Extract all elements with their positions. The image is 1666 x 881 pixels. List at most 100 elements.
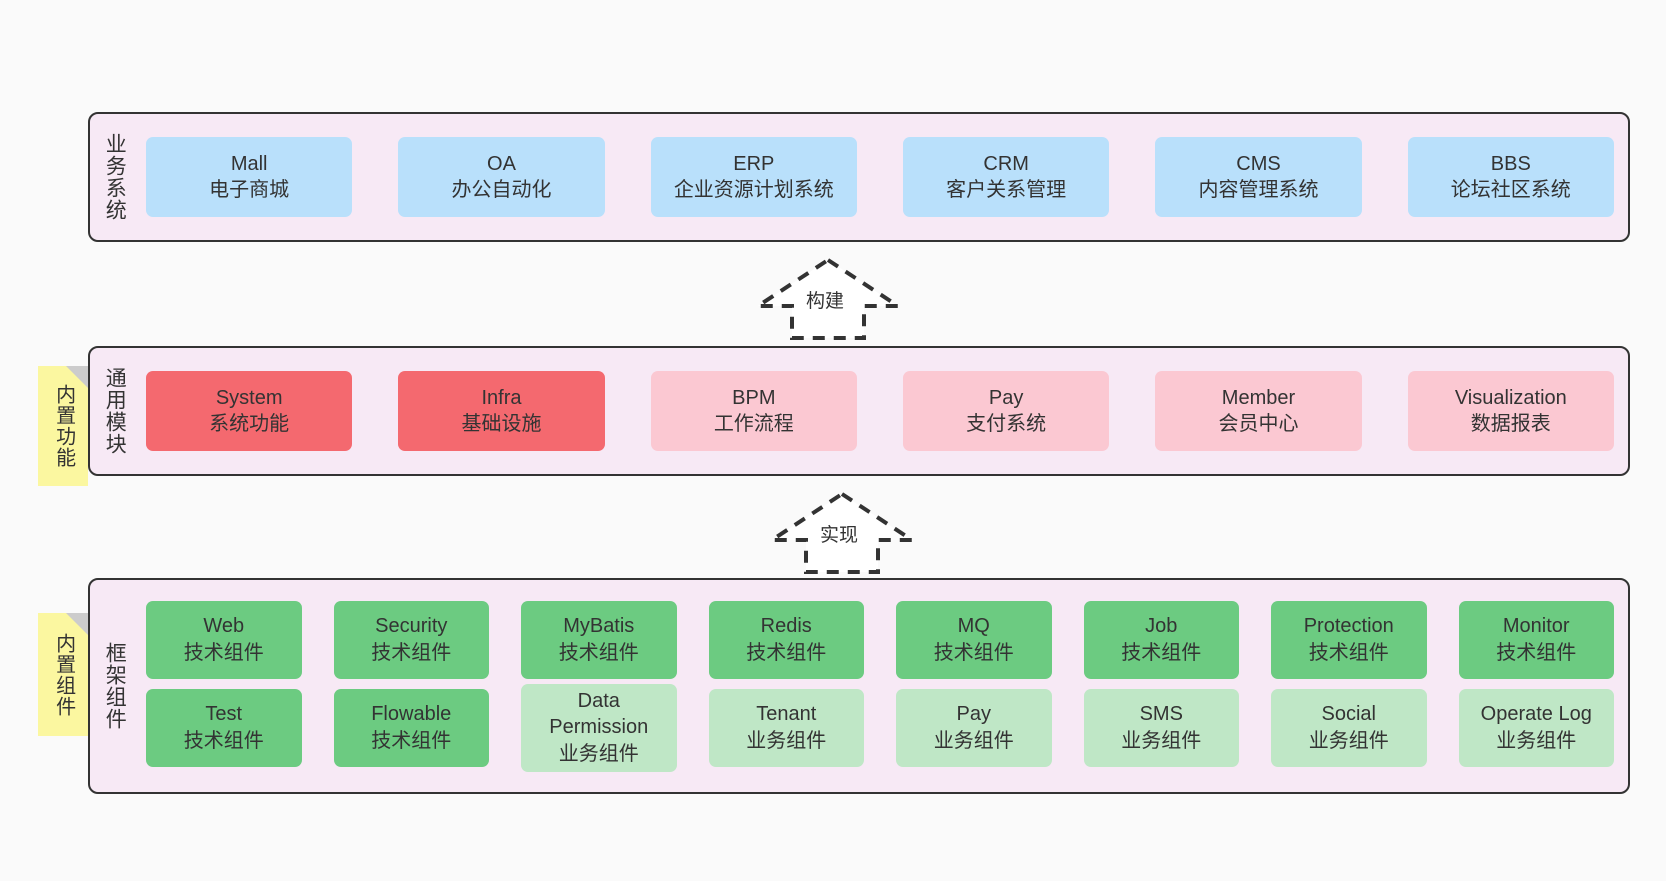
module-box-mq[interactable]: MQ 技术组件 xyxy=(896,600,1052,679)
module-box-web[interactable]: Web 技术组件 xyxy=(146,600,302,679)
module-box-oa[interactable]: OA 办公自动化 xyxy=(398,137,605,217)
module-box-name: Test xyxy=(205,703,243,726)
module-box-erp[interactable]: ERP 企业资源计划系统 xyxy=(650,137,857,217)
module-box-name: Member xyxy=(1221,386,1296,409)
module-box-pay[interactable]: Pay 业务组件 xyxy=(896,688,1052,767)
module-box-name: Redis xyxy=(760,615,812,638)
module-box-crm[interactable]: CRM 客户关系管理 xyxy=(902,137,1110,217)
module-box-name: BPM xyxy=(732,386,776,409)
module-box-subtitle: 业务组件 xyxy=(1496,729,1577,752)
module-box-bbs[interactable]: BBS 论坛社区系统 xyxy=(1407,137,1614,217)
module-box-subtitle: 数据报表 xyxy=(1470,413,1551,435)
layer-framework-component-row-business: Test 技术组件 Flowable 技术组件 Data Permission 业务组件 T… xyxy=(146,683,1614,772)
module-box-name: Pay xyxy=(956,703,991,726)
module-box-name: Security xyxy=(375,615,448,638)
module-box-name: OA xyxy=(487,152,516,175)
module-box-subtitle: 企业资源计划系统 xyxy=(673,179,834,201)
module-box-name: MQ xyxy=(957,615,990,638)
module-box-sms[interactable]: SMS 业务组件 xyxy=(1083,688,1239,767)
module-box-subtitle: 技术组件 xyxy=(933,641,1014,664)
module-box-pay[interactable]: Pay 支付系统 xyxy=(902,371,1110,451)
arrow-build: 构建 xyxy=(751,256,905,342)
module-box-subtitle: 业务组件 xyxy=(1308,729,1389,752)
module-box-subtitle: 办公自动化 xyxy=(451,179,552,201)
module-box-name: Protection xyxy=(1303,615,1394,638)
module-box-subtitle: 业务组件 xyxy=(558,742,639,765)
module-box-name: System xyxy=(215,386,283,409)
module-box-mybatis[interactable]: MyBatis 技术组件 xyxy=(521,600,677,679)
module-box-mall[interactable]: Mall 电子商城 xyxy=(146,137,353,217)
module-box-subtitle: 内容管理系统 xyxy=(1198,179,1319,201)
module-box-subtitle: 工作流程 xyxy=(713,413,794,435)
sticky-note-builtin-component: 内置组件 xyxy=(38,613,88,736)
module-box-name: MyBatis xyxy=(563,615,635,638)
arrow-build-label: 构建 xyxy=(806,291,845,312)
module-box-name: Social xyxy=(1321,703,1376,726)
module-box-operate-log[interactable]: Operate Log 业务组件 xyxy=(1458,688,1614,767)
arrow-implement-shape xyxy=(765,491,919,574)
sticky-note-builtin-feature-label: 内置功能 xyxy=(52,384,75,468)
module-box-name: Pay xyxy=(988,386,1024,409)
module-box-protection[interactable]: Protection 技术组件 xyxy=(1271,600,1427,679)
module-box-subtitle: 技术组件 xyxy=(1121,641,1202,664)
module-box-data-permission[interactable]: Data Permission 业务组件 xyxy=(521,683,677,772)
module-box-subtitle: 技术组件 xyxy=(183,729,264,752)
module-box-name: CRM xyxy=(983,152,1029,175)
module-box-subtitle: 技术组件 xyxy=(746,641,827,664)
module-box-subtitle: 系统功能 xyxy=(209,413,290,435)
layer-business-system: 业务系统 Mall 电子商城 OA 办公自动化 ERP 企业资源计划系统 CRM 客户关系管理… xyxy=(88,112,1630,242)
module-box-name: SMS xyxy=(1139,703,1183,726)
module-box-name: Infra xyxy=(481,386,522,409)
layer-framework-component-title: 框架组件 xyxy=(103,642,127,730)
module-box-visualization[interactable]: Visualization 数据报表 xyxy=(1407,371,1614,451)
module-box-name: Mall xyxy=(230,152,268,175)
module-box-subtitle: 业务组件 xyxy=(1121,729,1202,752)
sticky-fold-icon xyxy=(66,613,88,635)
module-box-name: BBS xyxy=(1490,152,1531,175)
arrow-build-shape xyxy=(751,257,905,340)
module-box-name: Tenant xyxy=(756,703,817,726)
module-box-name: ERP xyxy=(733,152,775,175)
module-box-subtitle: 支付系统 xyxy=(966,413,1047,435)
layer-business-system-title: 业务系统 xyxy=(103,133,127,221)
module-box-name: Data Permission xyxy=(549,689,649,739)
arrow-implement-label: 实现 xyxy=(820,525,859,546)
module-box-subtitle: 技术组件 xyxy=(558,641,639,664)
module-box-subtitle: 技术组件 xyxy=(183,641,264,664)
module-box-subtitle: 业务组件 xyxy=(933,729,1014,752)
module-box-flowable[interactable]: Flowable 技术组件 xyxy=(333,688,489,767)
arrow-implement: 实现 xyxy=(765,490,919,576)
module-box-subtitle: 论坛社区系统 xyxy=(1450,179,1571,201)
sticky-note-builtin-component-label: 内置组件 xyxy=(52,632,75,717)
sticky-note-builtin-feature: 内置功能 xyxy=(38,366,88,486)
module-box-system[interactable]: System 系统功能 xyxy=(146,371,353,451)
module-box-subtitle: 电子商城 xyxy=(209,179,290,201)
module-box-bpm[interactable]: BPM 工作流程 xyxy=(650,371,857,451)
module-box-subtitle: 技术组件 xyxy=(371,729,452,752)
module-box-name: Flowable xyxy=(371,703,452,726)
module-box-subtitle: 技术组件 xyxy=(1496,641,1577,664)
module-box-name: Visualization xyxy=(1454,386,1567,409)
module-box-infra[interactable]: Infra 基础设施 xyxy=(398,371,605,451)
module-box-subtitle: 基础设施 xyxy=(461,413,542,435)
module-box-name: Web xyxy=(203,615,245,638)
module-box-redis[interactable]: Redis 技术组件 xyxy=(708,600,864,679)
module-box-subtitle: 技术组件 xyxy=(1308,641,1389,664)
module-box-test[interactable]: Test 技术组件 xyxy=(146,688,302,767)
sticky-fold-icon xyxy=(66,366,88,388)
module-box-social[interactable]: Social 业务组件 xyxy=(1271,688,1427,767)
module-box-name: Operate Log xyxy=(1480,703,1592,726)
module-box-subtitle: 客户关系管理 xyxy=(946,179,1067,201)
